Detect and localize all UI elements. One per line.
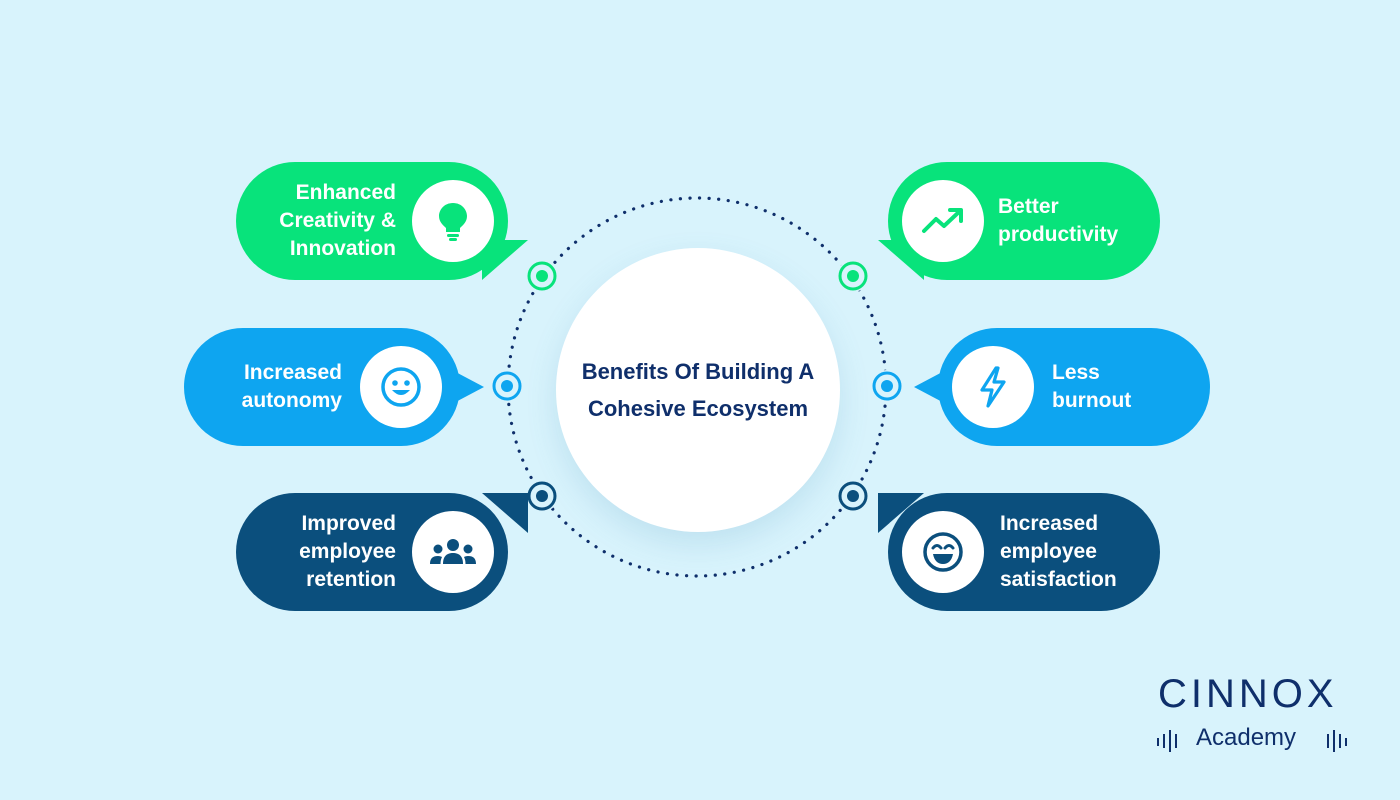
sound-wave-icon [1327,730,1347,752]
benefit-bubble-productivity: Better productivity [878,162,1160,280]
node-marker-navy-left [526,480,558,512]
benefit-label: Enhanced Creativity & Innovation [279,181,396,260]
bubble-tail [482,493,528,533]
benefit-bubble-burnout: Less burnout [914,328,1210,446]
node-marker-green-left [526,260,558,292]
node-marker-blue-right [871,370,903,402]
benefit-label: Less burnout [1052,361,1132,412]
bubble-tail [450,369,484,405]
node-marker-blue-left [491,370,523,402]
benefit-label: Increased autonomy [241,361,342,412]
benefit-bubble-satisfaction: Increased employee satisfaction [878,493,1160,611]
bubble-tail [482,240,528,280]
lightning-icon [952,346,1034,428]
center-title: Benefits Of Building A Cohesive Ecosyste… [581,359,815,421]
benefit-bubble-creativity: Enhanced Creativity & Innovation [236,162,528,280]
team-icon [412,511,494,593]
logo-subtitle: Academy [1196,724,1297,751]
node-marker-green-right [837,260,869,292]
benefit-label: Improved employee retention [299,512,396,591]
benefit-label: Increased employee satisfaction [1000,512,1117,591]
center-circle: Benefits Of Building A Cohesive Ecosyste… [556,248,840,532]
logo-wordmark: CINNOX [1158,672,1338,716]
node-marker-navy-right [837,480,869,512]
benefit-bubble-autonomy: Increased autonomy [184,328,484,446]
benefit-label: Better productivity [998,195,1119,246]
cinnox-academy-logo: CINNOX Academy [1150,670,1360,760]
benefit-bubble-retention: Improved employee retention [236,493,528,611]
grin-icon [902,511,984,593]
sound-wave-icon [1157,730,1177,752]
smiley-icon [360,346,442,428]
trending-up-icon [902,180,984,262]
bubble-tail [914,369,948,405]
lightbulb-icon [412,180,494,262]
